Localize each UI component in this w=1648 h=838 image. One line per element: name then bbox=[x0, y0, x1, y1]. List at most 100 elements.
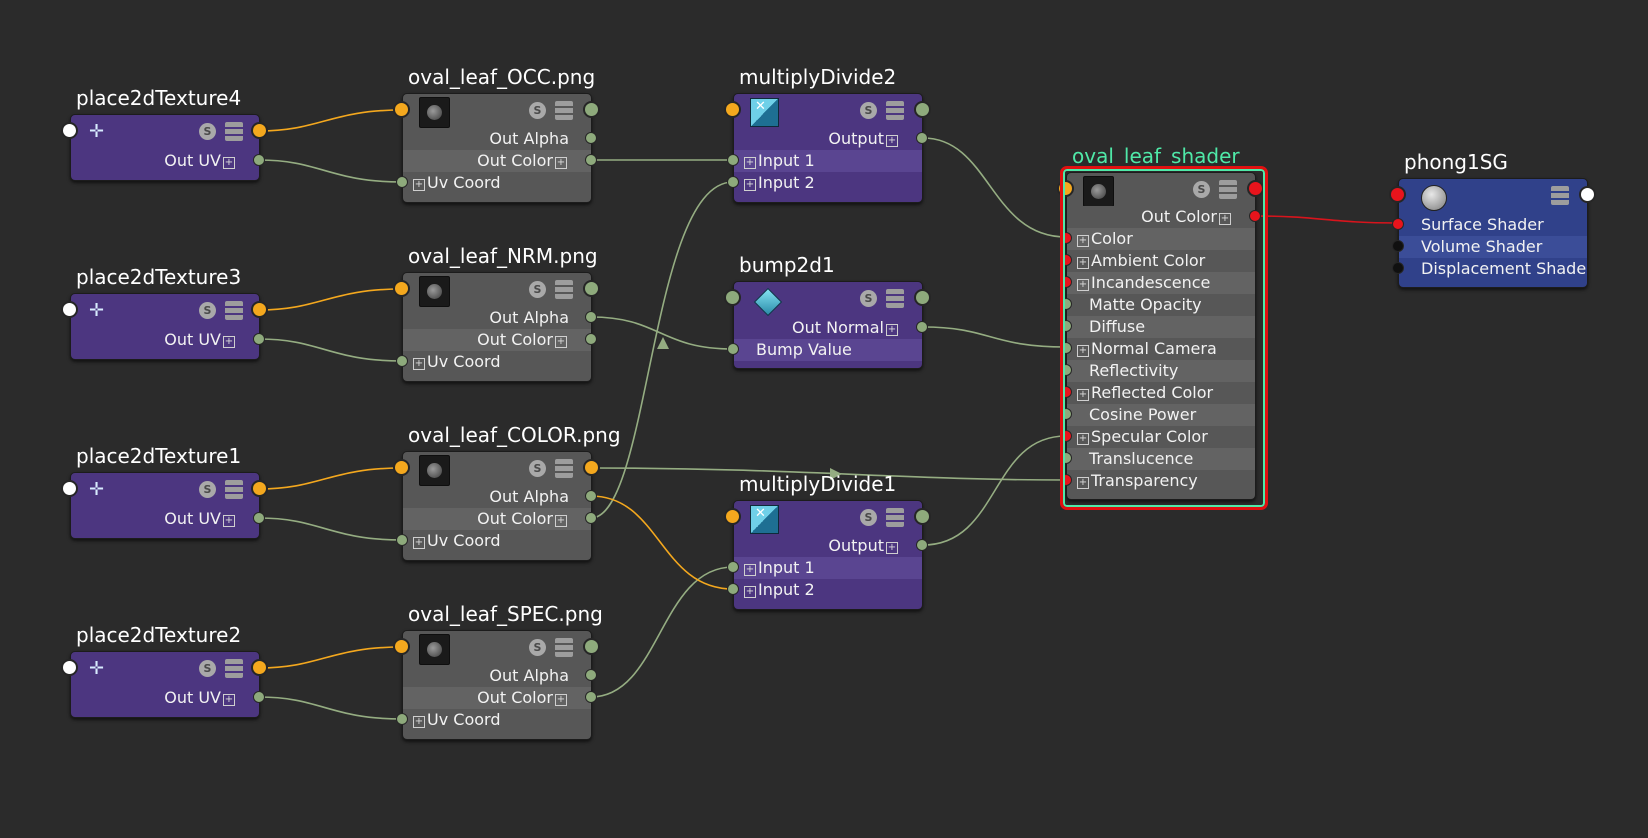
expand-icon[interactable]: + bbox=[1219, 213, 1231, 225]
displacement-shader-port[interactable] bbox=[1392, 262, 1404, 274]
node-file-occ[interactable]: oval_leaf_OCC.png S Out Alpha Out Color+… bbox=[393, 65, 600, 203]
attribute-list-icon[interactable] bbox=[225, 122, 243, 141]
output-attr-port[interactable] bbox=[916, 539, 928, 551]
uv-coord-port[interactable] bbox=[396, 176, 408, 188]
output-port[interactable] bbox=[251, 659, 268, 676]
out-alpha-port[interactable] bbox=[585, 311, 597, 323]
input-port[interactable] bbox=[393, 101, 410, 118]
uv-coord-port[interactable] bbox=[396, 534, 408, 546]
input-port[interactable] bbox=[61, 480, 78, 497]
s-button-icon[interactable]: S bbox=[199, 302, 216, 319]
expand-icon[interactable]: + bbox=[555, 694, 567, 706]
attribute-list-icon[interactable] bbox=[555, 459, 573, 478]
output-port[interactable] bbox=[583, 638, 600, 655]
attribute-list-icon[interactable] bbox=[555, 280, 573, 299]
attribute-list-icon[interactable] bbox=[1219, 180, 1237, 199]
expand-icon[interactable]: + bbox=[744, 179, 756, 191]
attribute-list-icon[interactable] bbox=[886, 508, 904, 527]
ambient-color-port[interactable] bbox=[1060, 254, 1072, 266]
bump-value-port[interactable] bbox=[727, 343, 739, 355]
volume-shader-port[interactable] bbox=[1392, 240, 1404, 252]
s-button-icon[interactable]: S bbox=[199, 481, 216, 498]
s-button-icon[interactable]: S bbox=[529, 281, 546, 298]
node-multiplydivide2[interactable]: multiplyDivide2 S Output+ +Input 1 +Inpu… bbox=[724, 65, 931, 203]
input-port[interactable] bbox=[61, 659, 78, 676]
input-port[interactable] bbox=[393, 638, 410, 655]
out-uv-port[interactable] bbox=[253, 512, 265, 524]
expand-icon[interactable]: + bbox=[744, 564, 756, 576]
expand-icon[interactable]: + bbox=[555, 515, 567, 527]
node-multiplydivide1[interactable]: multiplyDivide1 S Output+ +Input 1 +Inpu… bbox=[724, 472, 931, 610]
input-port[interactable] bbox=[61, 122, 78, 139]
expand-icon[interactable]: + bbox=[744, 586, 756, 598]
s-button-icon[interactable]: S bbox=[199, 123, 216, 140]
input2-port[interactable] bbox=[727, 176, 739, 188]
input-port[interactable] bbox=[1057, 180, 1074, 197]
transparency-port[interactable] bbox=[1060, 474, 1072, 486]
output-port[interactable] bbox=[251, 480, 268, 497]
output-port[interactable] bbox=[914, 508, 931, 525]
incandescence-port[interactable] bbox=[1060, 276, 1072, 288]
out-color-port[interactable] bbox=[585, 154, 597, 166]
expand-icon[interactable]: + bbox=[223, 694, 235, 706]
output-port[interactable] bbox=[1247, 180, 1264, 197]
output-port[interactable] bbox=[583, 101, 600, 118]
attribute-list-icon[interactable] bbox=[555, 638, 573, 657]
color-port[interactable] bbox=[1060, 232, 1072, 244]
out-alpha-port[interactable] bbox=[585, 669, 597, 681]
attribute-list-icon[interactable] bbox=[225, 480, 243, 499]
expand-icon[interactable]: + bbox=[1077, 433, 1089, 445]
input-port[interactable] bbox=[724, 101, 741, 118]
input-port[interactable] bbox=[724, 289, 741, 306]
out-color-port[interactable] bbox=[585, 333, 597, 345]
attribute-list-icon[interactable] bbox=[886, 101, 904, 120]
node-phong1sg[interactable]: phong1SG Surface Shader Volume Shader Di… bbox=[1389, 150, 1596, 288]
s-button-icon[interactable]: S bbox=[529, 460, 546, 477]
out-color-port[interactable] bbox=[585, 691, 597, 703]
expand-icon[interactable]: + bbox=[1077, 389, 1089, 401]
s-button-icon[interactable]: S bbox=[199, 660, 216, 677]
expand-icon[interactable]: + bbox=[223, 336, 235, 348]
expand-icon[interactable]: + bbox=[1077, 279, 1089, 291]
output-port[interactable] bbox=[914, 101, 931, 118]
translucence-port[interactable] bbox=[1060, 452, 1072, 464]
output-port[interactable] bbox=[583, 280, 600, 297]
uv-coord-port[interactable] bbox=[396, 713, 408, 725]
expand-icon[interactable]: + bbox=[886, 324, 898, 336]
s-button-icon[interactable]: S bbox=[1193, 181, 1210, 198]
expand-icon[interactable]: + bbox=[1077, 345, 1089, 357]
input-port[interactable] bbox=[61, 301, 78, 318]
node-place2dtexture1[interactable]: place2dTexture1 ✛ S Out UV+ bbox=[61, 444, 268, 539]
out-uv-port[interactable] bbox=[253, 154, 265, 166]
node-place2dtexture2[interactable]: place2dTexture2 ✛ S Out UV+ bbox=[61, 623, 268, 718]
specular-color-port[interactable] bbox=[1060, 430, 1072, 442]
out-alpha-port[interactable] bbox=[585, 490, 597, 502]
s-button-icon[interactable]: S bbox=[860, 102, 877, 119]
output-port[interactable] bbox=[583, 459, 600, 476]
expand-icon[interactable]: + bbox=[1077, 235, 1089, 247]
out-alpha-port[interactable] bbox=[585, 132, 597, 144]
node-file-color[interactable]: oval_leaf_COLOR.png S Out Alpha Out Colo… bbox=[393, 423, 621, 561]
input-port[interactable] bbox=[724, 508, 741, 525]
output-port[interactable] bbox=[1579, 186, 1596, 203]
expand-icon[interactable]: + bbox=[413, 716, 425, 728]
s-button-icon[interactable]: S bbox=[860, 290, 877, 307]
s-button-icon[interactable]: S bbox=[529, 639, 546, 656]
output-attr-port[interactable] bbox=[916, 132, 928, 144]
output-port[interactable] bbox=[914, 289, 931, 306]
out-color-port[interactable] bbox=[1249, 210, 1261, 222]
expand-icon[interactable]: + bbox=[886, 135, 898, 147]
expand-icon[interactable]: + bbox=[1077, 477, 1089, 489]
expand-icon[interactable]: + bbox=[886, 542, 898, 554]
out-uv-port[interactable] bbox=[253, 333, 265, 345]
node-file-nrm[interactable]: oval_leaf_NRM.png S Out Alpha Out Color+… bbox=[393, 244, 600, 382]
matte-opacity-port[interactable] bbox=[1060, 298, 1072, 310]
reflectivity-port[interactable] bbox=[1060, 364, 1072, 376]
output-port[interactable] bbox=[251, 301, 268, 318]
node-oval-leaf-shader[interactable]: oval_leaf_shader S Out Color+ +Color +Am… bbox=[1057, 144, 1264, 500]
s-button-icon[interactable]: S bbox=[860, 509, 877, 526]
uv-coord-port[interactable] bbox=[396, 355, 408, 367]
reflected-color-port[interactable] bbox=[1060, 386, 1072, 398]
input1-port[interactable] bbox=[727, 154, 739, 166]
expand-icon[interactable]: + bbox=[223, 515, 235, 527]
